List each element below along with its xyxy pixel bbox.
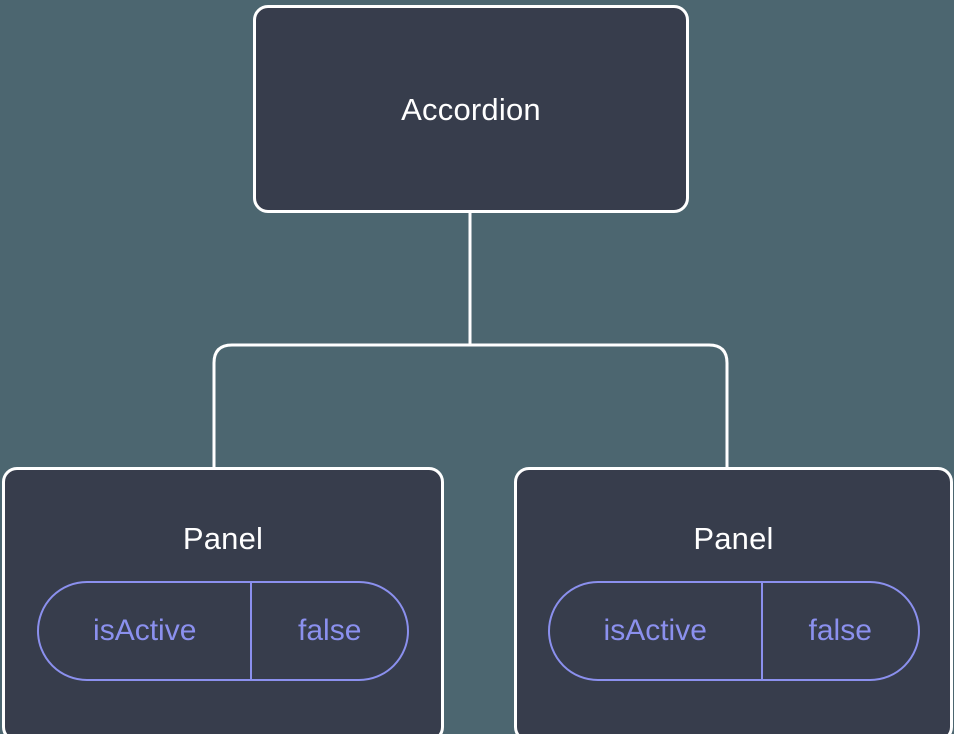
state-badge-value: false: [298, 614, 362, 647]
state-badge-value: false: [808, 614, 872, 647]
edge-split-bar: [212, 343, 729, 471]
node-panel-right-title: Panel: [693, 521, 774, 556]
state-badge-key: isActive: [39, 583, 253, 679]
node-panel-left-title: Panel: [182, 521, 264, 556]
state-badge-isactive-right[interactable]: isActive false: [547, 581, 920, 681]
node-panel-left[interactable]: Panel isActive false: [2, 467, 444, 734]
state-badge-key: isActive: [550, 583, 763, 679]
node-panel-right[interactable]: Panel isActive false: [514, 467, 953, 734]
node-accordion[interactable]: Accordion: [253, 5, 689, 213]
node-accordion-title: Accordion: [401, 91, 541, 127]
state-badge-isactive-left[interactable]: isActive false: [37, 581, 409, 681]
